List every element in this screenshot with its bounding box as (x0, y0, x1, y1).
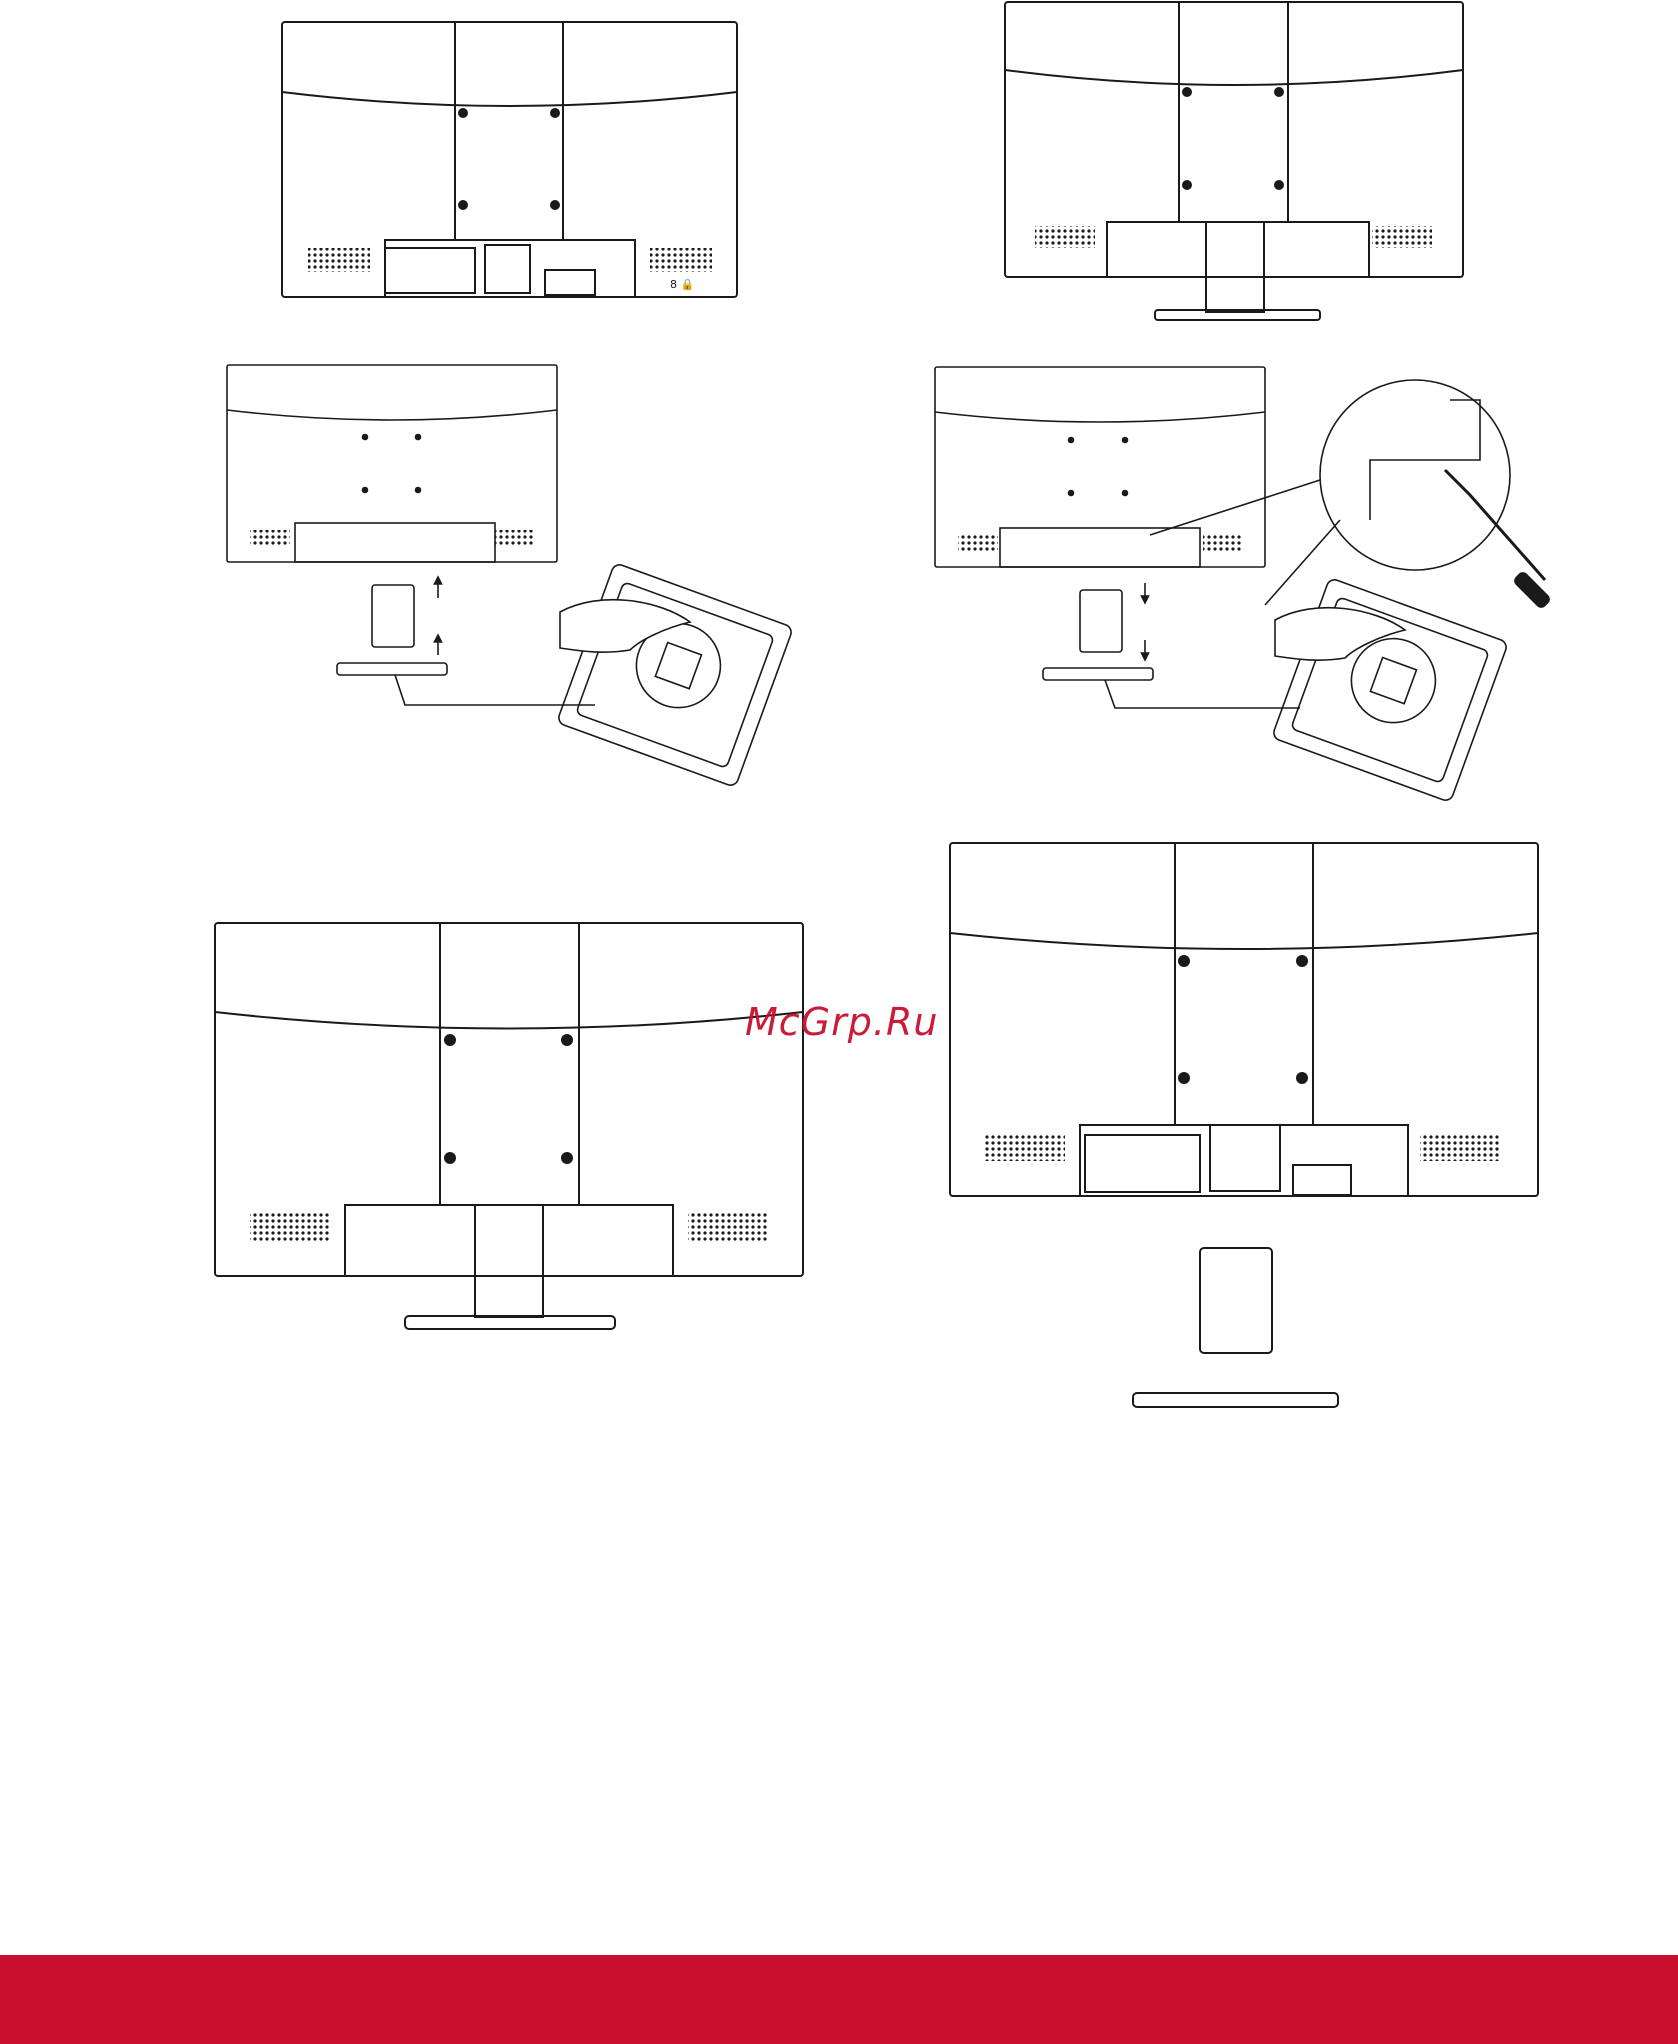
zoom-callout-circle (1320, 380, 1510, 570)
watermark-text: McGrp.Ru (745, 1000, 938, 1044)
figure-monitor-back-with-stand (1005, 2, 1463, 320)
svg-text:8 🔒: 8 🔒 (670, 278, 694, 291)
footer-brand-bar (0, 1955, 1678, 2044)
figure-monitor-back-no-stand: 8 🔒 (282, 22, 737, 297)
figure-monitor-back-with-stand-attached (215, 923, 803, 1329)
figure-stand-attach-assembly (227, 365, 793, 787)
figure-stand-detach-assembly (935, 367, 1551, 802)
figure-monitor-back-with-stand-removed (950, 843, 1538, 1407)
